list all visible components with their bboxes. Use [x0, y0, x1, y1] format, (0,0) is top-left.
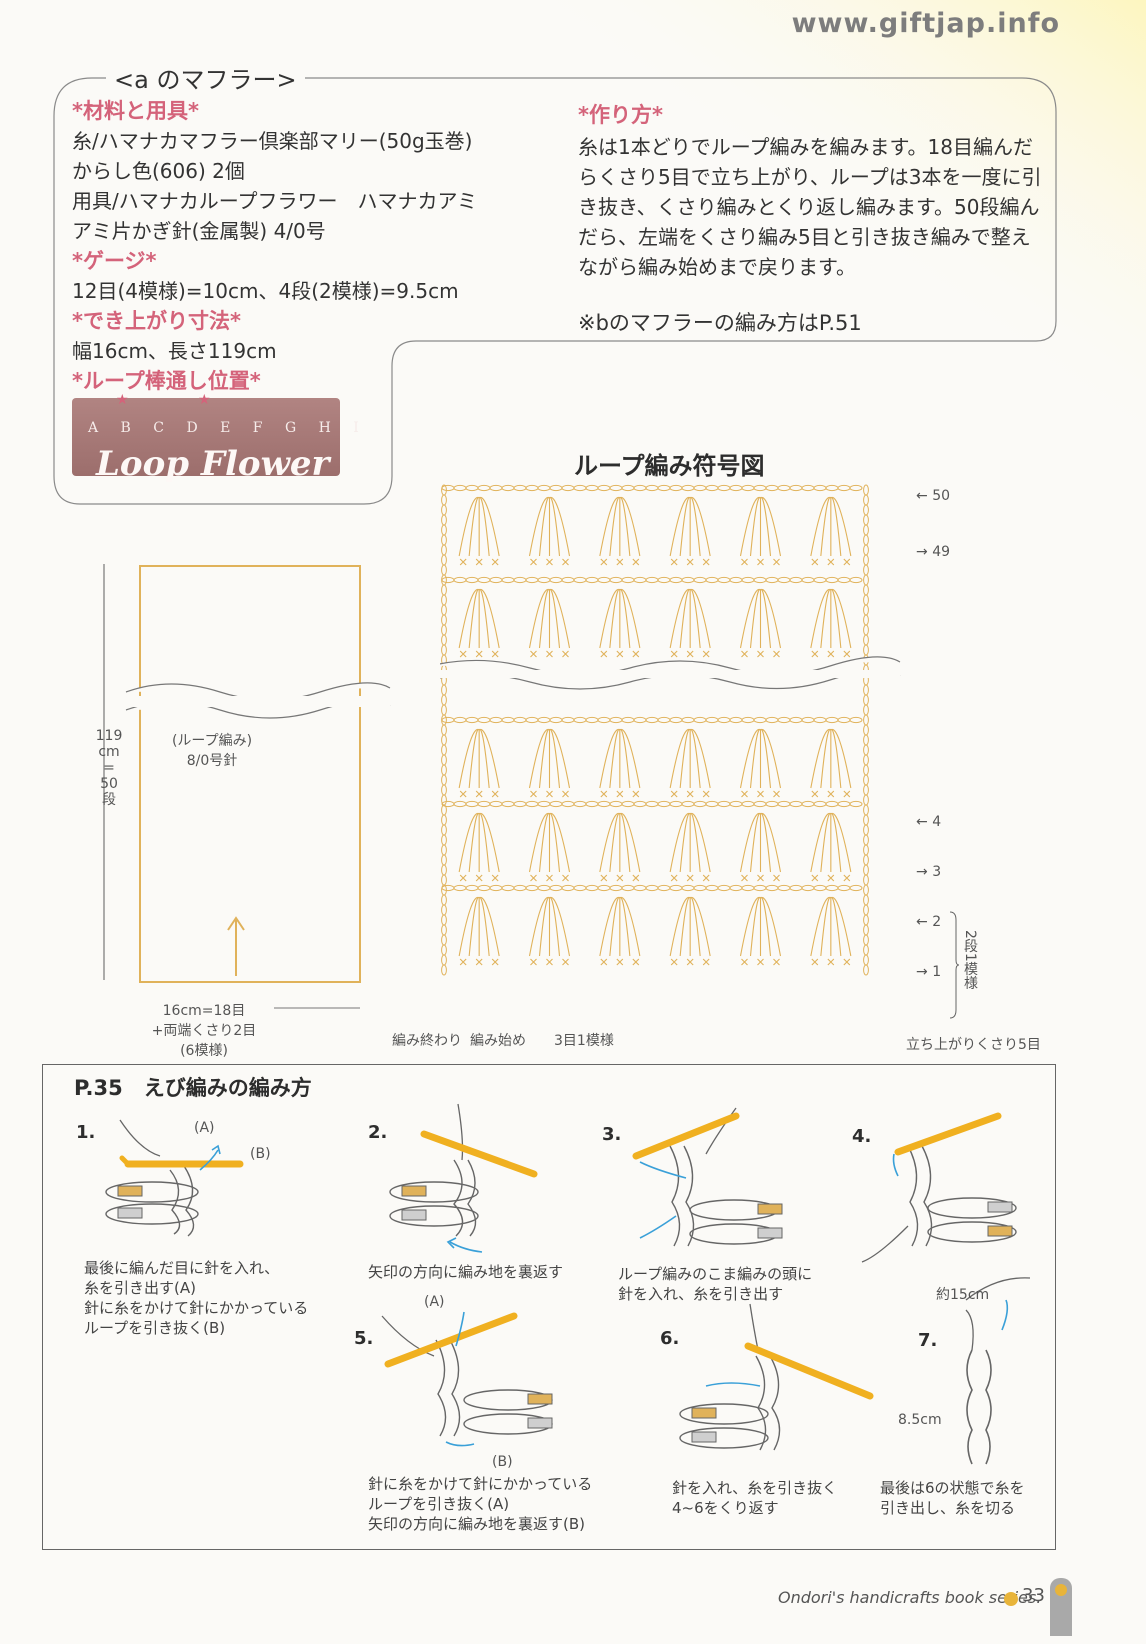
gauge-text: 12目(4模様)=10cm、4段(2模様)=9.5cm — [72, 279, 459, 303]
instructions-box — [42, 1064, 1056, 1550]
step-caption: ループ編みのこま編みの頭に 針を入れ、糸を引き出す — [618, 1265, 813, 1303]
row-label-50: ← 50 — [916, 488, 951, 504]
step-4-illustration — [861, 1112, 1017, 1263]
info-title: <a のマフラー> — [106, 60, 305, 95]
scarf-width-label: 16cm=18目+両端くさり2目(6模様) — [134, 1000, 274, 1060]
size-heading: *でき上がり寸法* — [72, 309, 241, 333]
pattern-b-note: ※bのマフラーの編み方はP.51 — [578, 311, 862, 335]
step-number: 2. — [368, 1122, 388, 1143]
row-label-4: ← 4 — [916, 814, 942, 830]
row-label-49: → 49 — [916, 544, 951, 560]
page-tab-dot-icon — [1055, 1584, 1067, 1596]
loop-flower-logo — [72, 398, 340, 476]
step-caption: 針を入れ、糸を引き抜く 4~6をくり返す — [672, 1479, 838, 1517]
method-text: 糸は1本どりでループ編みを編みます。18目編んだらくさり5目で立ち上がり、ループ… — [578, 135, 1042, 279]
book-series-footer: Ondori's handicrafts book series. — [778, 1588, 1042, 1607]
step-caption: 最後は6の状態で糸を 引き出し、糸を切る — [880, 1479, 1025, 1517]
row-label-2: ← 2 — [916, 914, 942, 930]
logo-letters: A B C D E F G H I — [88, 420, 368, 436]
chart-start-label: 編み始め — [470, 1033, 526, 1049]
step-number: 3. — [602, 1124, 622, 1145]
materials-line: アミ片かぎ針(金属製) 4/0号 — [72, 219, 326, 243]
step-6-illustration — [679, 1303, 874, 1451]
page-number: 33 — [1022, 1585, 1045, 1606]
scarf-diagram — [103, 564, 391, 1009]
materials-column: *材料と用具* 糸/ハマナカマフラー倶楽部マリー(50g玉巻) からし色(606… — [72, 96, 542, 396]
row-label-1: → 1 — [916, 964, 942, 980]
step-2-illustration — [389, 1103, 538, 1253]
step-caption: 矢印の方向に編み地を裏返す — [368, 1263, 564, 1281]
materials-line: 糸/ハマナカマフラー倶楽部マリー(50g玉巻) — [72, 129, 473, 153]
loop-position-stars: ★★ — [96, 392, 296, 412]
instructions-title: P.35 えび編みの編み方 — [74, 1076, 312, 1100]
step-number: 4. — [852, 1126, 872, 1147]
row-label-3: → 3 — [916, 864, 942, 880]
step-7-illustration — [965, 1277, 1031, 1465]
step-5-label-b: (B) — [492, 1454, 513, 1470]
step-number: 5. — [354, 1328, 374, 1349]
scarf-inner-label: (ループ編み)8/0号針 — [171, 733, 253, 769]
gauge-heading: *ゲージ* — [72, 249, 157, 273]
step-1-label-a: (A) — [194, 1120, 215, 1136]
method-column: *作り方* 糸は1本どりでループ編みを編みます。18目編んだらくさり5目で立ち上… — [578, 100, 1048, 338]
materials-line: 用具/ハマナカループフラワー ハマナカアミ — [72, 189, 478, 213]
step-number: 1. — [76, 1122, 96, 1143]
step-caption: 最後に編んだ目に針を入れ、 糸を引き出す(A) 針に糸をかけて針にかかっている … — [84, 1259, 309, 1337]
step-7-length-b: 8.5cm — [898, 1412, 942, 1428]
loop-position-heading: *ループ棒通し位置* — [72, 369, 261, 393]
logo-name: Loop Flower — [96, 444, 330, 484]
star-icon: ★ — [198, 392, 211, 408]
loop-stitch-chart — [440, 484, 901, 976]
site-url: www.giftjap.info — [791, 8, 1060, 39]
step-1-illustration — [105, 1119, 244, 1237]
step-3-illustration — [632, 1107, 783, 1247]
step-5-label-a: (A) — [424, 1294, 445, 1310]
footer-dot-icon — [1004, 1592, 1018, 1606]
materials-heading: *材料と用具* — [72, 99, 199, 123]
step-number: 7. — [918, 1330, 938, 1351]
step-7-length-a: 約15cm — [936, 1287, 990, 1303]
step-caption: 針に糸をかけて針にかかっている ループを引き抜く(A) 矢印の方向に編み地を裏返… — [368, 1475, 593, 1533]
step-number: 6. — [660, 1328, 680, 1349]
pattern-note: 2段1模様 — [962, 930, 978, 990]
method-heading: *作り方* — [578, 103, 663, 127]
pattern-bracket — [949, 911, 960, 1019]
chart-turn-label: 立ち上がりくさり5目 — [906, 1037, 1041, 1053]
chart-title: ループ編み符号図 — [574, 452, 765, 480]
chart-end-label: 編み終わり — [392, 1033, 462, 1049]
step-1-label-b: (B) — [250, 1146, 271, 1162]
size-text: 幅16cm、長さ119cm — [72, 339, 277, 363]
materials-line: からし色(606) 2個 — [72, 159, 245, 183]
scarf-height-label: 119 cm = 50 段 — [95, 728, 123, 808]
chart-repeat-label: 3目1模様 — [554, 1033, 614, 1049]
step-5-illustration — [381, 1311, 553, 1447]
star-icon: ★ — [116, 392, 129, 408]
